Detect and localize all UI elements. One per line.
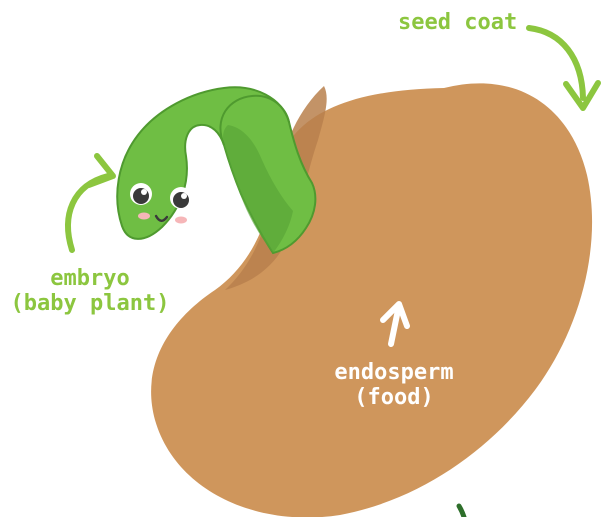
seed-body: [151, 83, 592, 517]
embryo-arrowhead: [89, 156, 113, 185]
seed-coat-label-text: seed coat: [398, 10, 523, 35]
embryo-label-line2: (baby plant): [2, 291, 178, 316]
left-pupil: [133, 188, 149, 204]
embryo-label: embryo (baby plant): [2, 266, 178, 317]
embryo-label-line1: embryo: [2, 266, 178, 291]
seed-coat-label: seed coat: [398, 10, 523, 35]
seed-coat-arrow: [529, 28, 583, 98]
endosperm-label: endosperm (food): [324, 360, 464, 411]
left-cheek: [138, 213, 150, 220]
right-pupil: [173, 192, 189, 208]
right-cheek: [175, 217, 187, 224]
green-mark: [459, 506, 464, 517]
endosperm-label-line1: endosperm: [324, 360, 464, 385]
endosperm-label-line2: (food): [324, 385, 464, 410]
